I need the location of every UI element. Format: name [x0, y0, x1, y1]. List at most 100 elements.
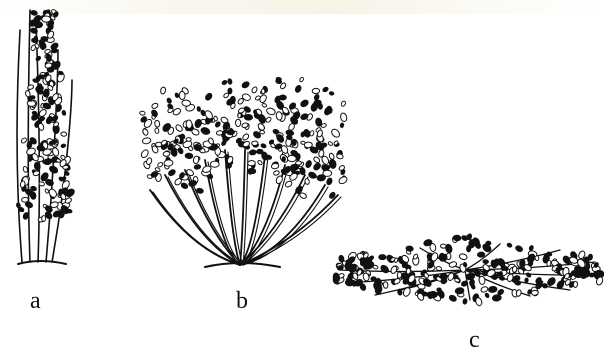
- leaf: [177, 147, 184, 154]
- leaf: [588, 254, 593, 260]
- leaf: [453, 235, 461, 241]
- leaf: [25, 201, 34, 209]
- leaf: [463, 298, 468, 304]
- leaf: [290, 164, 299, 170]
- leaf: [210, 161, 219, 168]
- leaf: [526, 272, 532, 278]
- leaf: [175, 93, 180, 98]
- leaf: [429, 243, 436, 252]
- leaf: [273, 170, 280, 176]
- leaf: [180, 182, 188, 189]
- leaf: [515, 245, 524, 253]
- leaf: [428, 291, 437, 298]
- leaf: [423, 272, 429, 279]
- leaf: [338, 255, 344, 263]
- leaf: [140, 149, 150, 159]
- leaf: [383, 281, 388, 288]
- leaf: [257, 160, 263, 166]
- leaf: [436, 266, 442, 271]
- label-a: a: [30, 289, 41, 313]
- leaf: [328, 153, 334, 160]
- leaf: [146, 157, 153, 165]
- leaf: [538, 280, 543, 283]
- leaf: [248, 168, 256, 174]
- leaf: [248, 160, 256, 166]
- leaf: [292, 140, 296, 146]
- leaf: [477, 252, 485, 258]
- leaf: [300, 99, 310, 108]
- leaf: [326, 177, 333, 185]
- leaf: [314, 100, 322, 106]
- leaf: [167, 103, 174, 109]
- plant-b-stem: [208, 162, 243, 265]
- plant-a-stem: [17, 30, 22, 262]
- leaf: [373, 281, 379, 290]
- leaf: [422, 292, 428, 297]
- leaf: [397, 272, 402, 278]
- leaf: [168, 169, 177, 177]
- leaf: [204, 92, 213, 101]
- leaf: [260, 143, 266, 149]
- leaf: [589, 273, 594, 277]
- leaf: [445, 244, 453, 254]
- leaf: [531, 290, 538, 295]
- leaf: [261, 89, 265, 94]
- leaf: [397, 289, 402, 296]
- leaf: [39, 181, 45, 186]
- leaf: [266, 107, 276, 116]
- leaf: [322, 86, 329, 92]
- leaf: [166, 97, 172, 104]
- label-b: b: [236, 289, 248, 313]
- leaf: [315, 118, 322, 127]
- leaf: [573, 281, 578, 287]
- leaf: [257, 122, 266, 131]
- leaf: [215, 121, 222, 128]
- leaf: [459, 253, 468, 261]
- leaf: [193, 156, 200, 165]
- leaf: [236, 119, 241, 126]
- leaf: [142, 137, 151, 144]
- leaf: [63, 165, 69, 170]
- leaf: [197, 106, 201, 111]
- leaf: [312, 88, 320, 94]
- leaf: [48, 165, 58, 175]
- leaf: [340, 100, 346, 107]
- leaf: [228, 88, 232, 94]
- leaf: [186, 138, 191, 142]
- leaf: [466, 245, 471, 252]
- leaf: [30, 10, 37, 16]
- plant-b-stem: [150, 190, 240, 265]
- leaf: [242, 133, 250, 141]
- leaf: [23, 166, 29, 173]
- leaf: [305, 160, 312, 169]
- leaf: [194, 164, 201, 170]
- leaf: [39, 75, 44, 79]
- leaf: [507, 243, 513, 248]
- leaf: [406, 246, 414, 252]
- leaf: [485, 293, 490, 299]
- plant-a-ground: [18, 261, 66, 264]
- leaf: [31, 38, 38, 43]
- leaf: [35, 55, 41, 61]
- leaf: [251, 86, 258, 94]
- leaf: [299, 167, 305, 175]
- leaf: [151, 102, 159, 109]
- leaf: [294, 85, 302, 94]
- plant-b-stems: [150, 150, 341, 265]
- leaf: [262, 103, 268, 108]
- leaf: [175, 124, 184, 133]
- leaf: [164, 160, 174, 167]
- plant-a-stem: [28, 10, 30, 262]
- leaf: [186, 120, 193, 129]
- plant-a-upright: [16, 9, 76, 264]
- leaf: [238, 113, 242, 118]
- leaf: [227, 78, 232, 84]
- leaf: [483, 260, 489, 264]
- leaf: [406, 268, 411, 274]
- leaf: [200, 126, 210, 135]
- leaf: [299, 77, 304, 83]
- leaf: [213, 116, 217, 121]
- leaf: [42, 16, 51, 23]
- leaf: [42, 215, 46, 221]
